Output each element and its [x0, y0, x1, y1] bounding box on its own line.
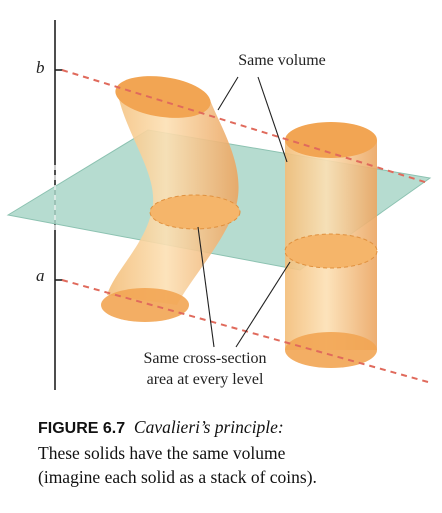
caption-heading: FIGURE 6.7 Cavalieri’s principle: [38, 415, 438, 441]
leader-volume-left [217, 76, 239, 111]
figure-number: FIGURE 6.7 [38, 420, 126, 437]
slanted-solid [101, 76, 241, 322]
caption-line-2: (imagine each solid as a stack of coins)… [38, 467, 317, 487]
caption-line-1: These solids have the same volume [38, 443, 286, 463]
axis-label-a: a [36, 266, 45, 285]
cavalieri-illustration [6, 20, 432, 390]
cylinder-cross-section [284, 233, 378, 269]
cylinder-bottom-cap [285, 332, 377, 368]
figure-caption: FIGURE 6.7 Cavalieri’s principle: These … [38, 415, 438, 489]
leader-section-right [235, 261, 291, 348]
cross-section-callout: Same cross-section area at every level [110, 348, 300, 390]
same-volume-callout: Same volume [238, 52, 326, 69]
slanted-top-cap [115, 76, 211, 118]
leader-section-left [197, 226, 215, 348]
slanted-bottom-cap [101, 288, 189, 322]
axis-label-b: b [36, 58, 45, 77]
dashed-level-a [61, 279, 429, 383]
straight-cylinder [284, 122, 378, 368]
figure-title: Cavalieri’s principle: [133, 417, 284, 437]
dashed-level-b [61, 69, 429, 184]
slanted-cross-section [149, 194, 241, 230]
cross-section-callout-line1: Same cross-section [143, 350, 267, 367]
cross-section-callout-line2: area at every level [146, 371, 264, 388]
cylinder-top-cap [285, 122, 377, 158]
leader-volume-right [257, 76, 288, 163]
